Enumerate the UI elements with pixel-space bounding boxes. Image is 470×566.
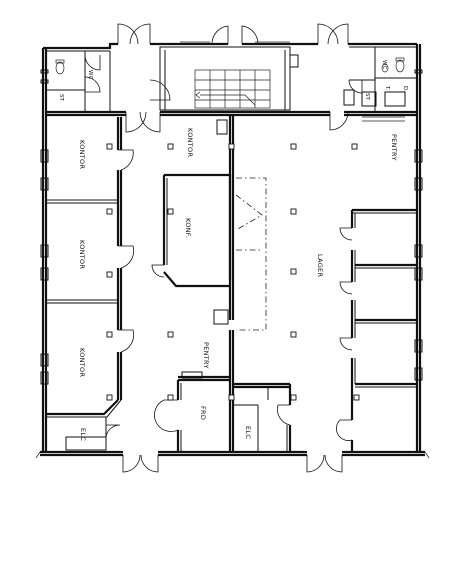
room-labels: KONTOR KONTOR KONTOR KONTOR KONF. PENTRY… [58, 60, 408, 441]
room-label-lager: LAGER [316, 254, 324, 277]
room-label-st-2: ST [364, 93, 370, 100]
wall-window-ticks [40, 69, 423, 385]
structural-columns [106, 143, 360, 401]
door-swings [84, 23, 363, 473]
hidden-line-overlay [235, 177, 267, 331]
room-label-kontor-3: KONTOR [78, 348, 86, 377]
center-walls [162, 115, 292, 452]
room-label-kontor-4: KONTOR [186, 128, 194, 157]
room-label-pentry-2: PENTRY [390, 134, 398, 161]
room-label-elc-2: ELC [244, 426, 252, 439]
room-label-kontor-1: KONTOR [78, 140, 86, 169]
right-rooms-walls [350, 116, 417, 452]
room-label-frd: FRD [199, 406, 207, 420]
room-label-wc-2: WC [381, 60, 387, 69]
room-label-elc-1: ELC [79, 428, 87, 441]
top-service-band [46, 46, 417, 117]
room-label-t: T. [384, 85, 390, 91]
left-office-walls [45, 117, 123, 451]
sanitary-fixtures [55, 57, 405, 75]
room-label-kontor-2: KONTOR [78, 240, 86, 269]
room-label-pentry-1: PENTRY [202, 342, 210, 369]
room-label-d: D. [402, 86, 408, 92]
room-label-konf: KONF. [184, 218, 192, 238]
room-label-wc-1: WC [87, 70, 93, 79]
room-label-st-1: ST [58, 94, 64, 101]
